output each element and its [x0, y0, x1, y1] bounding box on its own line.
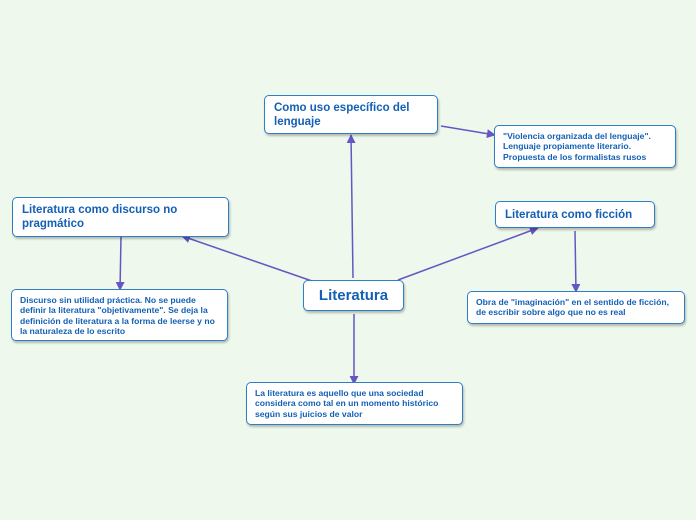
- connector-root-to-discourse: [181, 234, 313, 282]
- topic-node-fiction[interactable]: Literatura como ficción: [495, 201, 655, 228]
- connector-discourse-to-note: [115, 236, 125, 291]
- note-node-society[interactable]: La literatura es aquello que una socieda…: [246, 382, 463, 425]
- topic-node-language[interactable]: Como uso específico del lenguaje: [264, 95, 438, 134]
- connector-root-to-fiction: [397, 226, 539, 281]
- central-node[interactable]: Literatura: [303, 280, 404, 311]
- note-fiction-text: Obra de "imaginación" en el sentido de f…: [476, 297, 669, 318]
- note-node-language[interactable]: "Violencia organizada del lenguaje". Len…: [494, 125, 676, 168]
- note-discourse-text: Discurso sin utilidad práctica. No se pu…: [20, 295, 215, 336]
- connector-fiction-to-note: [571, 230, 581, 293]
- note-language-text: "Violencia organizada del lenguaje". Len…: [503, 131, 651, 162]
- topic-node-discourse[interactable]: Literatura como discurso no pragmático: [12, 197, 229, 237]
- note-node-fiction[interactable]: Obra de "imaginación" en el sentido de f…: [467, 291, 685, 324]
- connector-language-to-note: [440, 125, 496, 139]
- connector-root-to-language: [346, 134, 356, 279]
- topic-language-label: Como uso específico del lenguaje: [274, 102, 410, 129]
- topic-fiction-label: Literatura como ficción: [505, 209, 633, 221]
- note-node-discourse[interactable]: Discurso sin utilidad práctica. No se pu…: [11, 289, 228, 341]
- topic-discourse-label: Literatura como discurso no pragmático: [22, 204, 178, 231]
- note-society-text: La literatura es aquello que una socieda…: [255, 388, 439, 419]
- central-node-label: Literatura: [318, 287, 389, 304]
